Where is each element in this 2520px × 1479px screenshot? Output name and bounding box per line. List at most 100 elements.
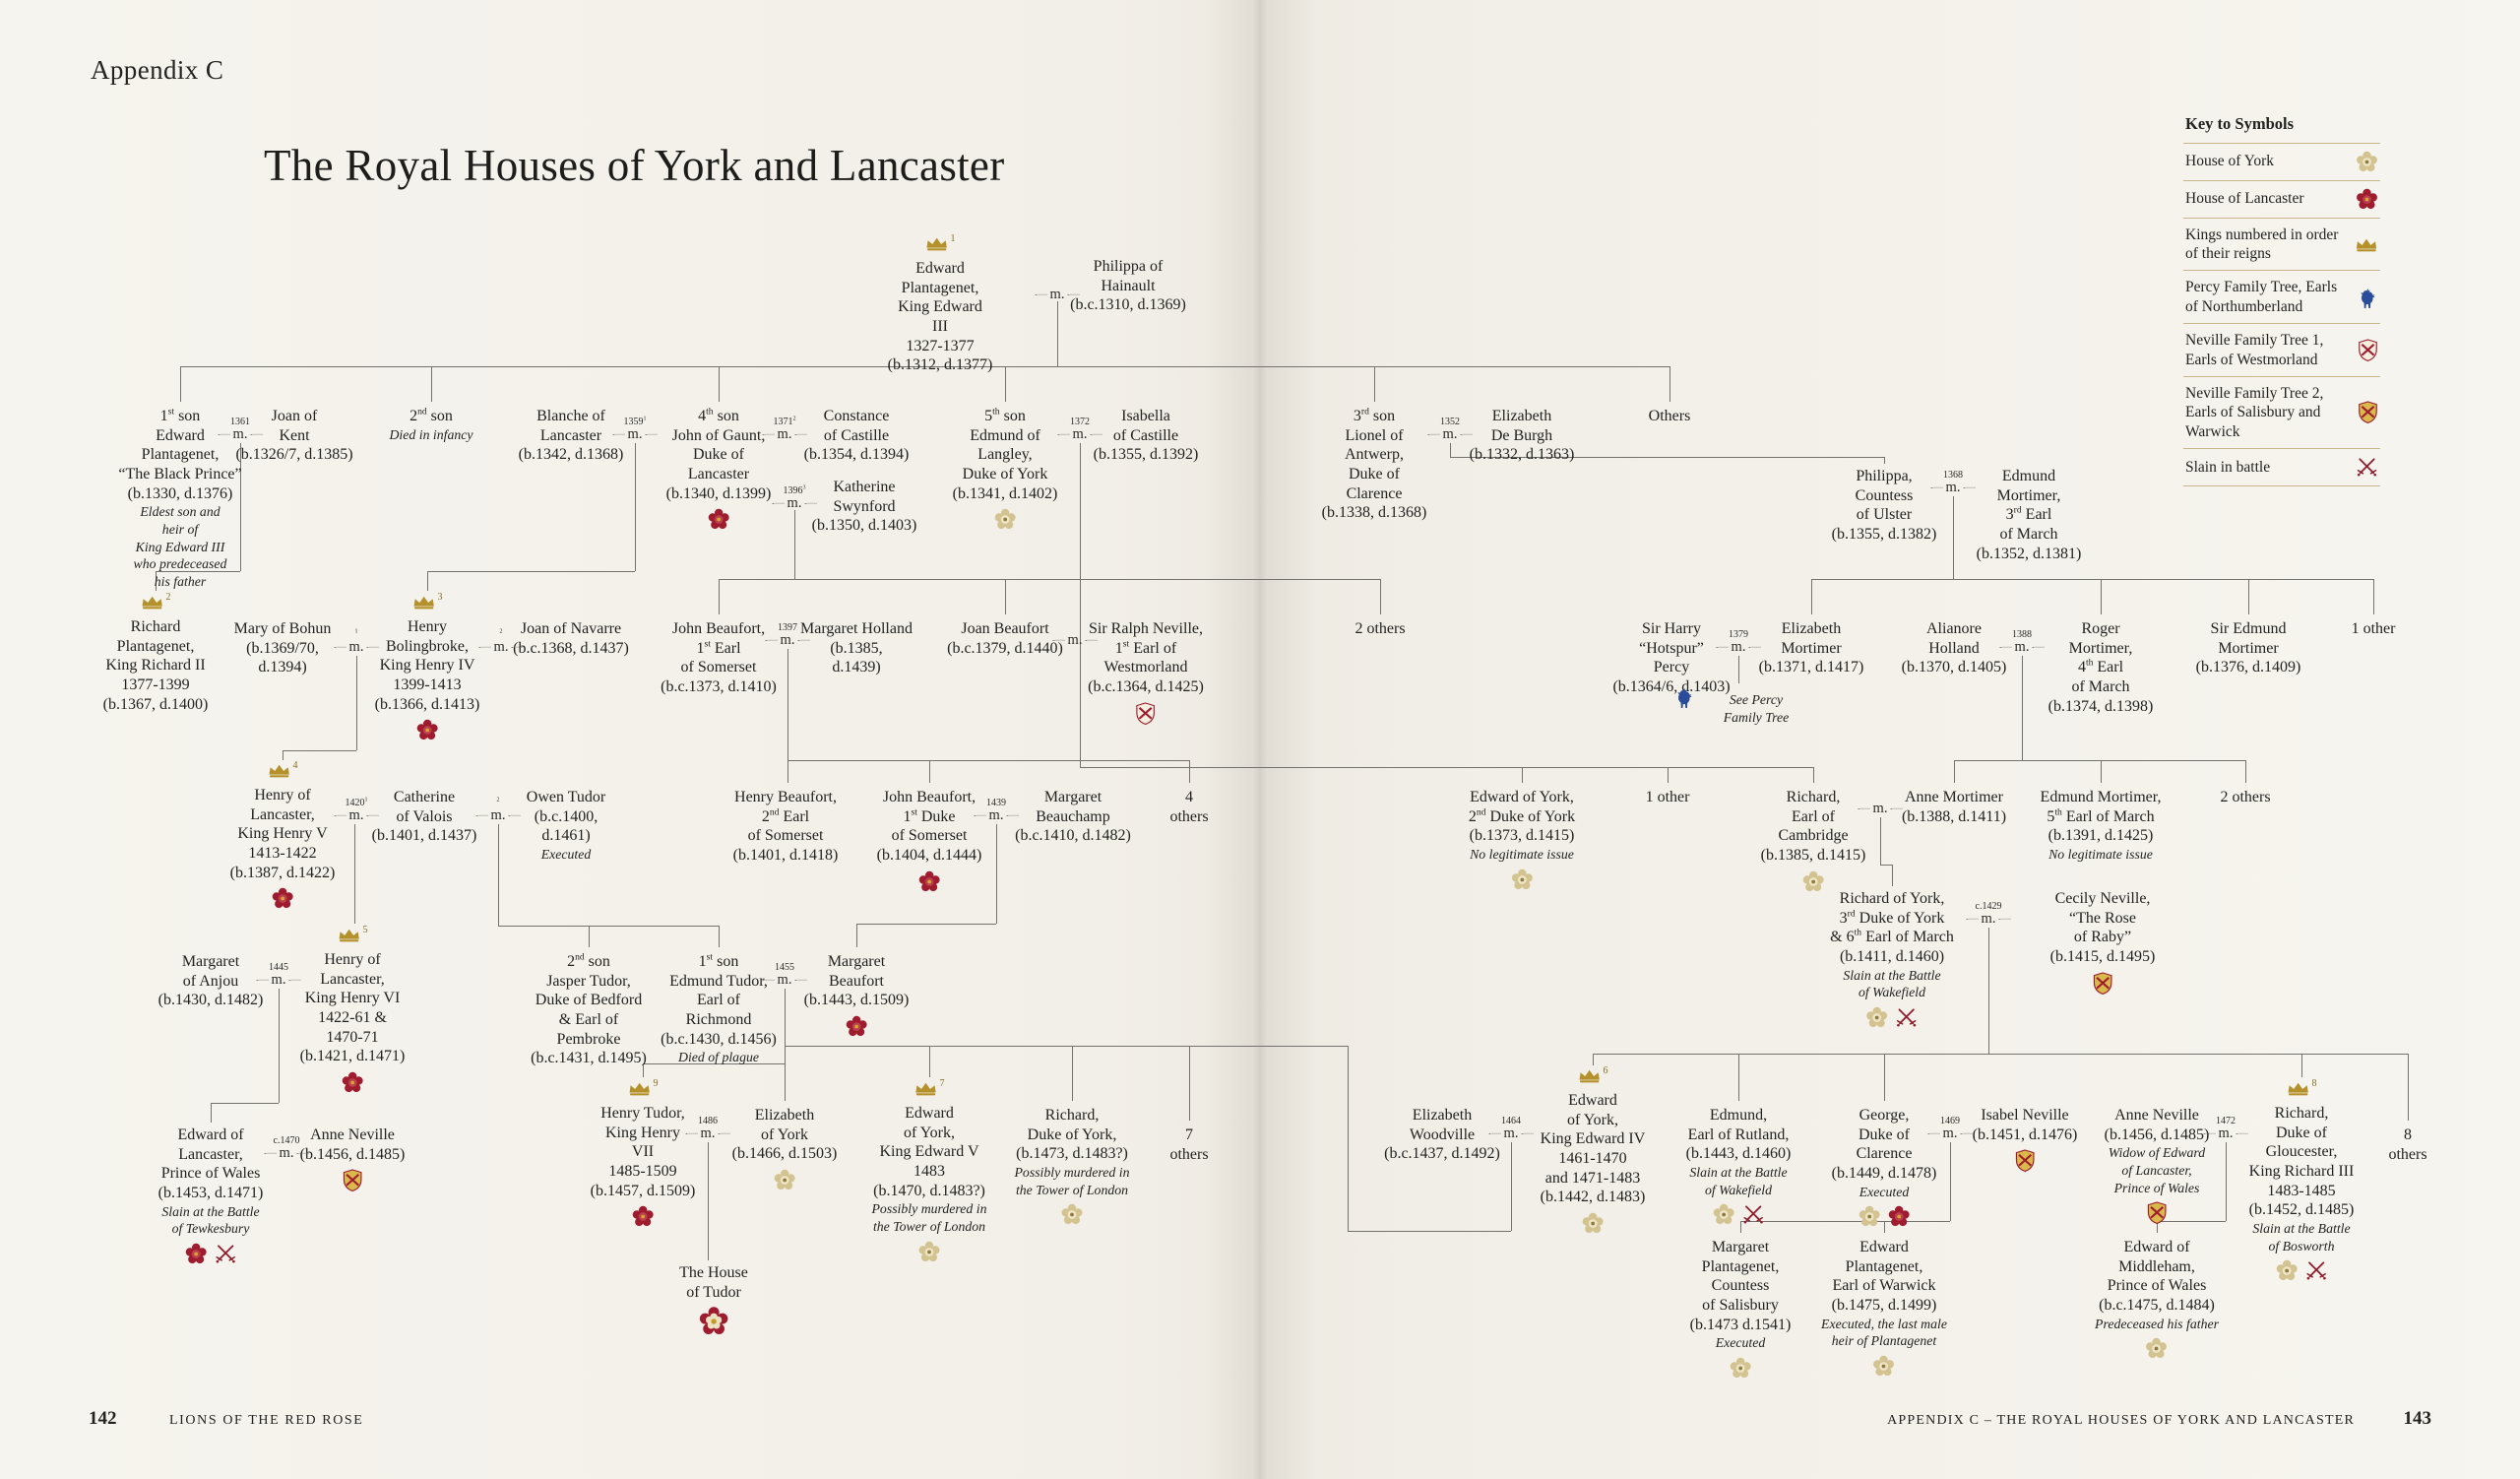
person-text: Predeceased his father bbox=[2095, 1316, 2219, 1331]
person-text: Margaret bbox=[181, 953, 240, 970]
person-text: Duke of bbox=[693, 446, 744, 464]
badge-row bbox=[1541, 1212, 1646, 1235]
connector-line bbox=[356, 656, 358, 750]
person-text: 1st Duke bbox=[903, 806, 956, 825]
connector-line bbox=[1593, 1054, 1595, 1065]
connector-line bbox=[788, 760, 1189, 762]
rose-york-icon bbox=[1713, 1203, 1735, 1226]
person-text: others bbox=[1169, 807, 1209, 825]
rose-lancaster-icon bbox=[1888, 1205, 1911, 1228]
person-text: Percy bbox=[1653, 659, 1690, 676]
connector-line bbox=[1950, 1142, 1952, 1221]
badge-row bbox=[679, 1307, 748, 1336]
person-text: Katherine bbox=[833, 479, 896, 495]
connector-line bbox=[708, 1142, 710, 1260]
person-text: others bbox=[2388, 1145, 2427, 1163]
person-text: (b.1391, d.1425) bbox=[2048, 827, 2154, 845]
person-text: 3rd Duke of York bbox=[1839, 908, 1945, 927]
person-text: Langley, bbox=[977, 446, 1033, 464]
badge-row bbox=[1686, 1203, 1792, 1226]
person-text: The House bbox=[679, 1264, 748, 1281]
person-text: Duke of bbox=[2276, 1124, 2327, 1141]
person-text: Plantagenet, bbox=[141, 446, 220, 464]
person-text: Blanche of bbox=[536, 408, 605, 424]
person-text: (b.1387, d.1422) bbox=[229, 864, 336, 881]
person-text: (b.1456, d.1485) bbox=[2104, 1125, 2210, 1143]
person-text: Countess bbox=[1855, 486, 1914, 504]
person-text: the Tower of London bbox=[1015, 1182, 1129, 1197]
connector-line bbox=[1189, 760, 1191, 783]
connector-line bbox=[2248, 579, 2250, 614]
person-text: Joan of bbox=[271, 408, 318, 424]
key-label: Neville Family Tree 1, Earls of Westmorl… bbox=[2185, 332, 2324, 368]
key-label: Percy Family Tree, Earls of Northumberla… bbox=[2185, 279, 2338, 315]
person-text: Possibly murdered in bbox=[871, 1201, 987, 1217]
person-text: Prince of Wales bbox=[160, 1165, 261, 1183]
person-text: 1377-1399 bbox=[121, 676, 190, 694]
connector-line bbox=[1880, 817, 1882, 865]
crown-icon: 9 bbox=[591, 1078, 696, 1102]
person-text: Elizabeth bbox=[1412, 1107, 1473, 1124]
person-text: 1327-1377 bbox=[906, 337, 975, 354]
connector-line bbox=[1511, 1142, 1513, 1231]
badge-row bbox=[230, 887, 336, 910]
person-text: Earl of Rutland, bbox=[1687, 1125, 1790, 1143]
person-text: Lionel of bbox=[1345, 426, 1404, 444]
connector-line bbox=[794, 510, 796, 579]
person-text: King Henry IV bbox=[379, 657, 475, 675]
connector-line bbox=[1884, 457, 1886, 464]
neville1-icon bbox=[1135, 702, 1156, 725]
person-text: (b.c.1410, d.1482) bbox=[1015, 827, 1131, 845]
badge-row bbox=[1088, 702, 1204, 725]
neville2-icon bbox=[343, 1169, 363, 1192]
person-text: No legitimate issue bbox=[1470, 847, 1574, 863]
connector-line bbox=[1080, 767, 1813, 769]
person-text: (b.1443, d.1460) bbox=[1685, 1145, 1792, 1163]
person-text: De Burgh bbox=[1490, 426, 1553, 444]
connector-line bbox=[1380, 579, 1382, 614]
person-text: (b.c.1475, d.1484) bbox=[2099, 1297, 2215, 1315]
person-text: (b.c.1310, d.1369) bbox=[1070, 296, 1186, 314]
book-title-footer: LIONS OF THE RED ROSE bbox=[169, 1413, 364, 1428]
person-text: (b.1371, d.1417) bbox=[1758, 659, 1864, 676]
person-text: Henry Beaufort, bbox=[734, 789, 837, 805]
neville2-icon bbox=[2093, 972, 2113, 995]
connector-line bbox=[856, 924, 996, 926]
person-text: Plantagenet, bbox=[1701, 1257, 1780, 1275]
page-number-right: 143 bbox=[2403, 1408, 2432, 1429]
person-text: VII bbox=[631, 1143, 655, 1161]
appendix-label: Appendix C bbox=[91, 55, 224, 85]
person-text: (b.1466, d.1503) bbox=[731, 1145, 838, 1163]
person-text: Henry of bbox=[254, 787, 311, 804]
connector-line bbox=[719, 366, 721, 402]
person-text: (b.1470, d.1483?) bbox=[873, 1182, 985, 1199]
badge-row bbox=[666, 508, 772, 531]
person-text: 1422-61 & bbox=[318, 1009, 387, 1027]
person-text: (b.1340, d.1399) bbox=[665, 484, 772, 502]
person-node-owen-tudor: Owen Tudor(b.c.1400,d.1461)Executed bbox=[527, 788, 605, 864]
person-text: Possibly murdered in bbox=[1014, 1165, 1130, 1181]
rose-york-icon bbox=[1866, 1006, 1889, 1029]
crown-icon: 2 bbox=[103, 592, 209, 615]
person-text: 1483-1485 bbox=[2267, 1182, 2336, 1199]
rose-lancaster-icon bbox=[632, 1205, 655, 1228]
person-text: (b.1342, d.1368) bbox=[518, 446, 624, 464]
person-text: of Wakefield bbox=[1858, 985, 1926, 1000]
person-text: of Valois bbox=[396, 807, 453, 825]
person-text: (b.1376, d.1409) bbox=[2195, 659, 2301, 676]
person-text: John Beaufort, bbox=[882, 789, 976, 805]
badge-row bbox=[804, 1015, 910, 1038]
connector-line bbox=[1738, 656, 1740, 683]
